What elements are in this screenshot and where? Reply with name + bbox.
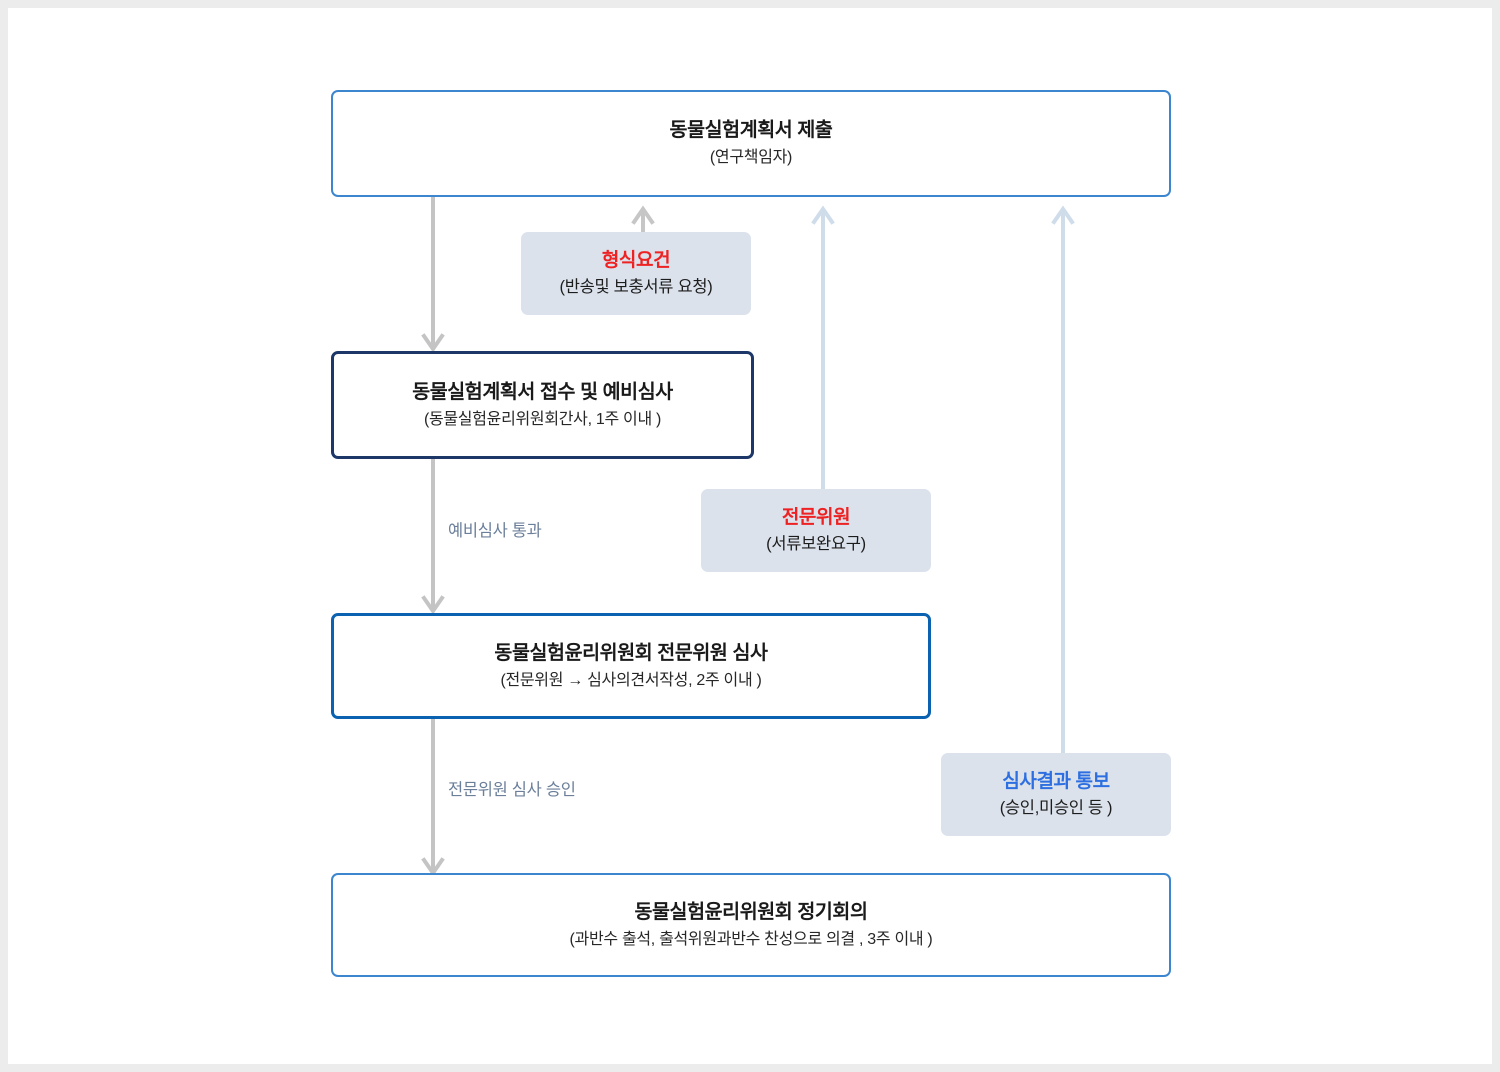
- process-subtitle-receive-prereview: (동물실험윤리위원회간사, 1주 이내 ): [423, 410, 662, 428]
- edge-label-expert-approve: 전문위원 심사 승인: [448, 781, 576, 799]
- connector-expert-member-to-submit: [811, 197, 835, 500]
- callout-expert-member[interactable]: 전문위원 (서류보완요구): [701, 489, 931, 572]
- callout-title-result-notice: 심사결과 통보: [1002, 770, 1110, 792]
- process-subtitle-regular-meeting: (과반수 출석, 출석위원과반수 찬성으로 의결 , 3주 이내 ): [569, 930, 933, 948]
- callout-subtitle-expert-member: (서류보완요구): [766, 535, 866, 554]
- callout-result-notice[interactable]: 심사결과 통보 (승인,미승인 등 ): [941, 753, 1171, 836]
- connector-result-notice-to-submit: [1051, 197, 1075, 761]
- process-title-expert-review: 동물실험윤리위원회 전문위원 심사: [494, 641, 768, 664]
- process-title-receive-prereview: 동물실험계획서 접수 및 예비심사: [412, 380, 673, 403]
- diagram-canvas: 예비심사 통과 전문위원 심사 승인 동물실험계획서 제출 (연구책임자) 동물…: [8, 8, 1492, 1064]
- callout-subtitle-result-notice: (승인,미승인 등 ): [999, 799, 1113, 818]
- process-subtitle-submit: (연구책임자): [709, 149, 793, 167]
- callout-title-expert-member: 전문위원: [781, 506, 851, 528]
- process-box-receive-prereview[interactable]: 동물실험계획서 접수 및 예비심사 (동물실험윤리위원회간사, 1주 이내 ): [331, 351, 754, 459]
- callout-subtitle-format-requirement: (반송및 보충서류 요청): [559, 278, 713, 297]
- connector-expert-to-meeting: [421, 719, 445, 881]
- process-box-regular-meeting[interactable]: 동물실험윤리위원회 정기회의 (과반수 출석, 출석위원과반수 찬성으로 의결 …: [331, 873, 1171, 977]
- edge-label-prereview-pass: 예비심사 통과: [448, 522, 542, 540]
- process-subtitle-expert-review: (전문위원 → 심사의견서작성, 2주 이내 ): [500, 671, 762, 689]
- process-title-submit: 동물실험계획서 제출: [669, 119, 833, 142]
- callout-format-requirement[interactable]: 형식요건 (반송및 보충서류 요청): [521, 232, 751, 315]
- connector-receive-to-expert: [421, 459, 445, 619]
- process-box-submit[interactable]: 동물실험계획서 제출 (연구책임자): [331, 90, 1171, 197]
- callout-title-format-requirement: 형식요건: [601, 249, 671, 271]
- process-title-regular-meeting: 동물실험윤리위원회 정기회의: [634, 900, 868, 923]
- process-box-expert-review[interactable]: 동물실험윤리위원회 전문위원 심사 (전문위원 → 심사의견서작성, 2주 이내…: [331, 613, 931, 719]
- connector-submit-to-receive: [421, 197, 445, 357]
